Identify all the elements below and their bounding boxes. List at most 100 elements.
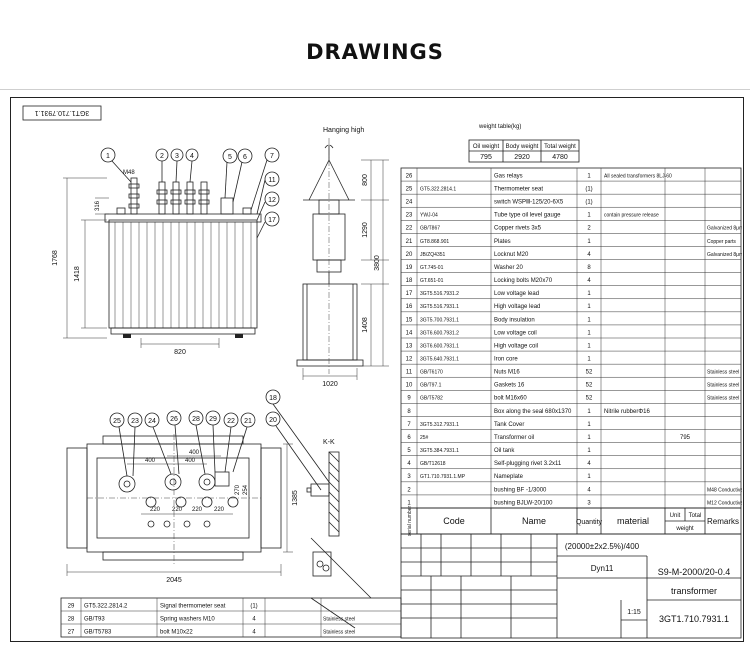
parts-row: 8 Box along the seal 680x1370 1 Nitrile rub… (401, 403, 741, 415)
callout-25: 25 (113, 418, 121, 425)
callout-7: 7 (270, 153, 274, 160)
part-code: 3GT5.516.7931.2 (420, 291, 459, 297)
part-no: 16 (406, 304, 413, 310)
dim-top-width: 2045 (166, 577, 182, 584)
part-code: GT1.710.7931.1.MP (420, 474, 466, 480)
part-no: 24 (406, 200, 413, 206)
callout-1: 1 (106, 153, 110, 160)
part-remark: Stainless steel (707, 370, 739, 376)
part-name: High voltage lead (494, 304, 540, 310)
header-code: Code (443, 516, 465, 526)
dim-top-220-3: 220 (192, 507, 203, 513)
part-name: Locking bolts M20x70 (494, 278, 553, 284)
part-code: GB/T12618 (420, 461, 446, 467)
part-no: 6 (407, 435, 411, 441)
part-no: 10 (406, 383, 413, 389)
engineering-drawing: 3GT1.710.7931.1 (22, 105, 742, 639)
dim-top-400a: 400 (145, 458, 156, 464)
part-name: Box along the seal 680x1370 (494, 409, 572, 415)
lower-part-no: 28 (68, 616, 75, 622)
part-name: Gas relays (494, 173, 523, 179)
lower-part-material: Stainless steel (323, 629, 355, 635)
dim-side-mid: 1290 (362, 222, 369, 238)
part-no: 8 (407, 409, 411, 415)
part-code: GB/T97.1 (420, 383, 442, 389)
part-name: bushing BJLW-20/100 (494, 500, 553, 506)
dim-top-254: 254 (243, 484, 249, 495)
part-code: GT8.868.901 (420, 239, 449, 245)
label-316: 316 (95, 200, 101, 211)
callout-12: 12 (268, 197, 276, 204)
part-name: bolt M16x60 (494, 396, 527, 402)
callout-4: 4 (190, 153, 194, 160)
dim-top-220-4: 220 (214, 507, 225, 513)
callout-5: 5 (228, 154, 232, 161)
part-remark: Stainless steel (707, 383, 739, 389)
part-qty: 1 (587, 448, 591, 454)
header-name: Name (522, 516, 546, 526)
dim-front-base: 820 (174, 349, 186, 356)
part-qty: 52 (586, 396, 593, 402)
part-name: Iron core (494, 356, 518, 362)
part-no: 18 (406, 278, 413, 284)
part-name: switch WSPⅢ-125/20-6X5 (494, 200, 564, 206)
dim-top-220-2: 220 (172, 507, 183, 513)
page-heading: DRAWINGS (306, 40, 444, 64)
header-no: serial number (407, 506, 413, 537)
callout-29: 29 (209, 416, 217, 423)
callout-3: 3 (175, 153, 179, 160)
part-code: JB/ZQ4351 (420, 252, 446, 258)
part-qty: 1 (587, 304, 591, 310)
part-name: Gaskets 16 (494, 383, 525, 389)
lower-part-code: GB/T5783 (84, 629, 112, 635)
part-no: 19 (406, 265, 413, 271)
section-kk: K-K (306, 439, 372, 629)
part-remark: Galvanized 8μm (707, 252, 742, 258)
part-qty: 4 (587, 252, 591, 258)
part-qty: 1 (587, 356, 591, 362)
part-name: Nuts M16 (494, 370, 520, 376)
weight-table: weight table(kg) Oil weight Body weight … (468, 124, 580, 163)
part-no: 2 (407, 487, 411, 493)
callout-2: 2 (160, 153, 164, 160)
part-name: Low voltage lead (494, 291, 539, 297)
weight-header-body: Body weight (506, 144, 539, 150)
dim-front-height: 1768 (52, 250, 59, 266)
part-code: 3GT5.700.7931.1 (420, 317, 459, 323)
part-code: 3GT5.640.7931.1 (420, 356, 459, 362)
part-qty: 1 (587, 343, 591, 349)
front-view: 1768 1418 820 316 M48 1 2 3 4 5 6 7 11 (52, 147, 280, 356)
part-material: Nitrile rubberΦ16 (604, 409, 650, 415)
lower-part-qty: (1) (250, 603, 257, 609)
part-no: 11 (406, 370, 413, 376)
part-code: GB/T5782 (420, 396, 443, 402)
part-name: Low voltage coil (494, 330, 537, 336)
part-remark: 795 (680, 435, 691, 441)
callout-28: 28 (192, 416, 200, 423)
header-material: material (617, 516, 649, 526)
dim-top-220-1: 220 (150, 507, 161, 513)
part-no: 20 (406, 252, 413, 258)
lower-part-no: 29 (68, 603, 75, 609)
weight-table-title: weight table(kg) (478, 124, 521, 130)
part-qty: 1 (587, 409, 591, 415)
dim-top-400c: 400 (189, 450, 200, 456)
lower-part-name: Signal thermometer seat (160, 603, 226, 609)
dim-top-400b: 400 (185, 458, 196, 464)
part-qty: 1 (587, 239, 591, 245)
part-name: Self-plugging rivet 3.2x11 (494, 461, 562, 467)
part-qty: 4 (587, 461, 591, 467)
part-no: 21 (406, 239, 413, 245)
lower-part-name: bolt M10x22 (160, 629, 193, 635)
part-code: 3GT5.384.7931.1 (420, 448, 459, 454)
part-no: 14 (406, 330, 413, 336)
